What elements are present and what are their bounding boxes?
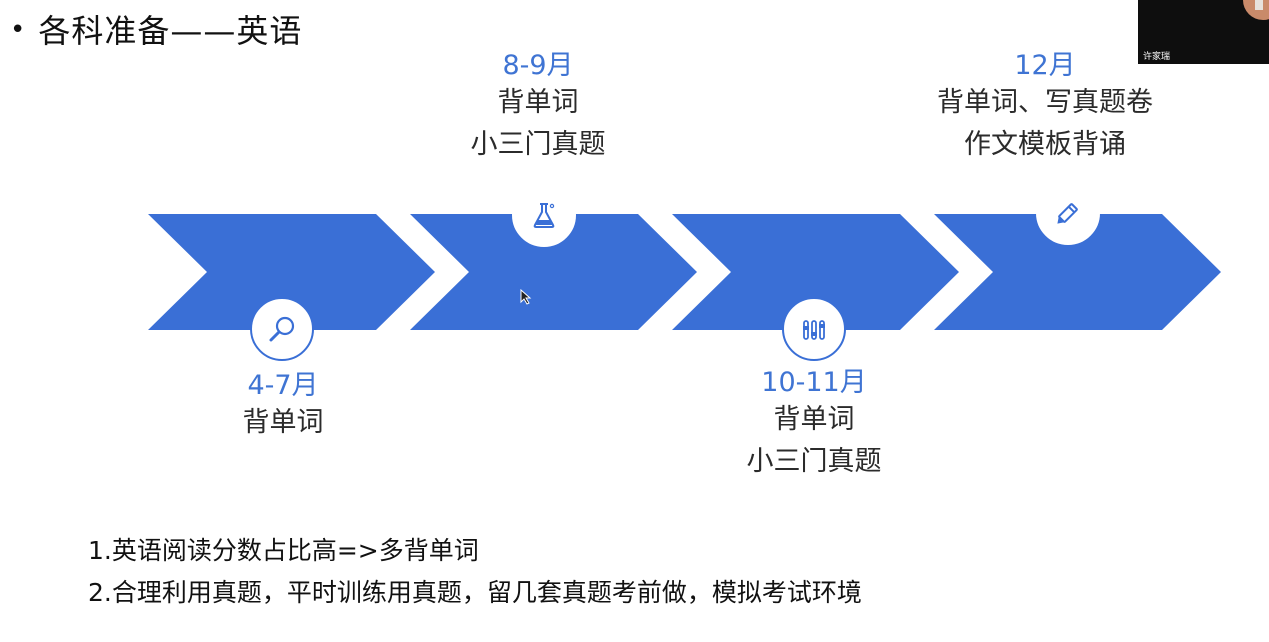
sliders-icon — [782, 297, 846, 361]
chevron-2 — [410, 214, 697, 330]
timeline-label-1: 4-7月 背单词 — [183, 370, 383, 444]
timeline-label-2: 8-9月 背单词 小三门真题 — [438, 50, 638, 166]
title-bullet: • — [10, 15, 27, 45]
task-line: 背单词 — [773, 404, 855, 435]
notes-block: 1.英语阅读分数占比高=>多背单词 2.合理利用真题，平时训练用真题，留几套真题… — [88, 530, 862, 614]
pencil-icon — [1036, 181, 1100, 245]
note-line: 1.英语阅读分数占比高=>多背单词 — [88, 536, 479, 565]
webcam-thumbnail[interactable]: 许家瑞 — [1138, 0, 1269, 64]
chevron-1 — [148, 214, 435, 330]
note-line: 2.合理利用真题，平时训练用真题，留几套真题考前做，模拟考试环境 — [88, 578, 862, 607]
title-text: 各科准备——英语 — [38, 12, 303, 50]
month-label: 10-11月 — [761, 367, 867, 398]
participant-video-detail — [1255, 0, 1263, 10]
mouse-cursor-icon — [520, 289, 532, 305]
task-line: 作文模板背诵 — [964, 129, 1126, 160]
task-line: 背单词 — [242, 407, 324, 438]
timeline-label-3: 10-11月 背单词 小三门真题 — [714, 367, 914, 483]
month-label: 4-7月 — [247, 370, 319, 401]
month-label: 8-9月 — [502, 50, 574, 81]
chevron-3 — [672, 214, 959, 330]
magnifier-icon — [250, 297, 314, 361]
task-line: 背单词 — [497, 87, 579, 118]
timeline-label-4: 12月 背单词、写真题卷 作文模板背诵 — [925, 50, 1165, 166]
flask-icon — [512, 183, 576, 247]
task-line: 背单词、写真题卷 — [937, 87, 1153, 118]
month-label: 12月 — [1014, 50, 1076, 81]
chevron-4 — [934, 214, 1221, 330]
participant-name: 许家瑞 — [1143, 52, 1171, 62]
task-line: 小三门真题 — [746, 446, 882, 477]
slide-title: • 各科准备——英语 — [10, 6, 302, 52]
task-line: 小三门真题 — [470, 129, 606, 160]
